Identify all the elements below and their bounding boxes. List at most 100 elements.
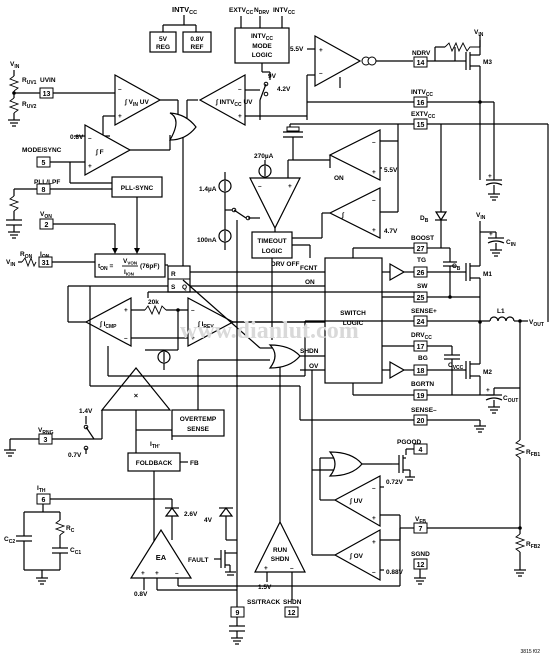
- ith-label: ITH: [37, 485, 46, 494]
- v4-2-label: 4.2V: [277, 86, 291, 93]
- pin-18-num: 18: [417, 368, 425, 375]
- bg-driver: [389, 360, 406, 380]
- vin-uv-comparator: [114, 73, 162, 127]
- svg-text:–: –: [238, 86, 242, 93]
- multiplier-block: [100, 367, 172, 411]
- timeout-label-1: TIMEOUT: [257, 238, 286, 245]
- timeout-logic-block: [251, 231, 293, 259]
- pin-9-num: 9: [236, 610, 240, 617]
- latch-s: S: [171, 284, 176, 291]
- pin-12b-num: 12: [288, 610, 296, 617]
- svg-text:–: –: [319, 70, 323, 77]
- svg-text:+: +: [155, 570, 159, 577]
- svg-text:+: +: [372, 227, 376, 234]
- svg-text:–: –: [191, 307, 195, 314]
- switch-logic-label-2: LOGIC: [343, 320, 364, 327]
- on-label: ON: [334, 175, 344, 182]
- pin-12-num: 12: [417, 562, 425, 569]
- sw-label: SW: [417, 283, 428, 290]
- ea-amplifier: [129, 528, 193, 579]
- intvcc-top-label: INTVCC: [172, 5, 197, 16]
- svg-text:+: +: [191, 335, 195, 342]
- uv-comparator: [333, 475, 381, 528]
- comparator-5-5v: [328, 129, 381, 181]
- pin-4-num: 4: [419, 447, 423, 454]
- vin-top-right: VIN: [474, 29, 484, 38]
- intvcc-uv-comparator: [198, 73, 246, 127]
- watermark: www.dianlut.com: [180, 318, 359, 344]
- vout-label: VOUT: [529, 319, 544, 328]
- vin-left-label: VIN: [10, 61, 20, 70]
- vin-uv-label: ∫ VIN UV: [124, 99, 149, 108]
- svg-text:–: –: [258, 183, 262, 190]
- pin-16-num: 16: [417, 100, 425, 107]
- icmp-comparator: [84, 297, 132, 347]
- pin-26-num: 26: [417, 270, 425, 277]
- pin-17-num: 17: [417, 344, 425, 351]
- i270-label: 270µA: [254, 153, 274, 160]
- mode-logic-label-3: LOGIC: [252, 52, 273, 59]
- vrng-label: VRNG: [38, 427, 54, 436]
- svg-text:–: –: [175, 570, 179, 577]
- tg-driver: [389, 262, 406, 282]
- pin-5-num: 5: [42, 160, 46, 167]
- pgood-label: PGOOD: [397, 439, 422, 446]
- ndrv-top-label: NDRV: [254, 7, 270, 16]
- uvin-label: UVIN: [40, 77, 56, 84]
- i1-4-label: 1.4µA: [199, 186, 217, 193]
- rc-label: RC: [66, 525, 75, 534]
- ss-track-label: SS/TRACK: [247, 599, 281, 606]
- svg-text:+: +: [486, 387, 490, 394]
- fcnt-label: FCNT: [300, 265, 317, 272]
- svg-text:+: +: [488, 173, 492, 180]
- svg-text:+: +: [264, 565, 268, 572]
- run-label-1: RUN: [273, 547, 287, 554]
- v2-6-label: 2.6V: [184, 511, 198, 518]
- svg-text:+: +: [238, 113, 242, 120]
- cout-label: COUT: [503, 395, 518, 404]
- ea-label: EA: [156, 553, 167, 562]
- cc2-label: CC2: [4, 536, 15, 545]
- ov-label: OV: [309, 363, 319, 370]
- l1-label: L1: [497, 308, 505, 315]
- svg-text:+: +: [319, 47, 323, 54]
- bg-label: BG: [418, 355, 428, 362]
- ton-cap: (76pF): [140, 263, 160, 270]
- irev-comparator: [187, 297, 235, 347]
- vfb-label: VFB: [415, 516, 426, 525]
- pin-12b: [284, 606, 299, 618]
- irev-label: ∫ IREV: [197, 321, 214, 330]
- pin-2-num: 2: [45, 222, 49, 229]
- comparator-4-7v: [328, 187, 381, 239]
- run-shdn-comparator: [254, 520, 306, 573]
- v0-8b-label: 0.8V: [134, 591, 148, 598]
- reg-5v-block: [149, 31, 177, 53]
- fb-label: FB: [190, 460, 199, 467]
- ref-label-2: REF: [191, 44, 204, 51]
- v5-5b-label: 5.5V: [384, 167, 398, 174]
- pin-20-num: 20: [417, 418, 425, 425]
- timeout-label-2: LOGIC: [262, 248, 283, 255]
- r20k-label: 20k: [148, 299, 159, 306]
- svg-text:–: –: [372, 569, 376, 576]
- v4-label: 4V: [204, 517, 213, 524]
- m1-label: M1: [483, 271, 492, 278]
- drvcc-label: DRVCC: [411, 332, 432, 341]
- svg-text:–: –: [88, 135, 92, 142]
- m3-label: M3: [483, 59, 492, 66]
- multiplier-label: ×: [134, 391, 139, 400]
- run-label-2: SHDN: [271, 556, 290, 563]
- intvcc-top2-label: INTVCC: [273, 7, 295, 16]
- ton-ion: IION: [124, 269, 134, 277]
- mode-logic-label-1: INTVCC: [251, 33, 273, 42]
- intvcc-mode-logic-block: [234, 27, 290, 64]
- pin-13-num: 13: [43, 91, 51, 98]
- intvcc-pin-label: INTVCC: [411, 89, 433, 98]
- ton-vvon: VVON: [123, 258, 137, 266]
- extvcc-pin-label: EXTVCC: [411, 111, 436, 120]
- rfb1-label: RFB1: [526, 449, 540, 458]
- timer-comparator: [249, 177, 301, 230]
- foldback-label: FOLDBACK: [136, 460, 173, 467]
- von-label: VON: [40, 211, 52, 220]
- svg-text:∫: ∫: [341, 212, 345, 219]
